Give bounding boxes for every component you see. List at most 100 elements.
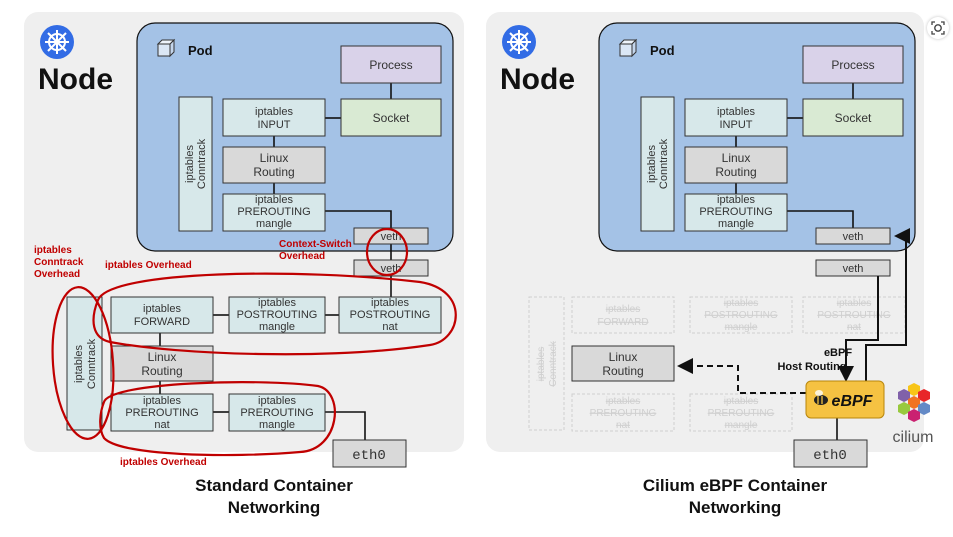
left-postrouting-nat-line2: POSTROUTING [350,309,431,321]
left-postrouting-mangle-line2: POSTROUTING [237,309,318,321]
right-faded-prerouting-mangle-line1: iptables [724,396,758,407]
left-annotation-conntrack-line1: iptables [34,245,72,256]
cube-icon [156,38,176,58]
right-ebpf-label-line1: eBPF [824,347,852,359]
left-socket-box [340,98,442,137]
left-process-box [340,45,442,84]
right-faded-postrouting-mangle-line2: POSTROUTING [704,310,778,321]
right-faded-postrouting-nat-line1: iptables [837,298,871,309]
right-pod-title: Pod [650,43,675,58]
lens-search-button[interactable] [927,17,949,39]
left-caption-line2: Networking [228,498,321,517]
right-faded-prerouting-nat-line3: nat [616,420,630,431]
right-iptables-input-line1: iptables [717,106,755,118]
left-conntrack-host-line1: iptables [73,345,85,383]
left-eth0-label: eth0 [352,448,386,464]
left-conntrack-pod-box [178,96,213,232]
right-faded-postrouting-nat-line2: POSTROUTING [817,310,891,321]
right-prerouting-mangle-pod-line3: mangle [718,218,754,230]
right-socket-box [802,98,904,137]
right-conntrack-pod-line1: iptables [646,145,658,183]
right-prerouting-mangle-pod-box [684,193,788,232]
right-linux-routing-pod-line1: Linux [722,151,751,165]
left-linux-routing-host-line1: Linux [148,350,177,364]
right-process-box [802,45,904,84]
left-postrouting-nat-line1: iptables [371,297,409,309]
left-veth-host-label: veth [381,263,402,275]
right-eth0-box [793,439,868,468]
right-ebpf-flow-lines [677,228,910,394]
right-veth-host-label: veth [843,263,864,275]
left-conntrack-pod-line2: Conntrack [196,138,208,189]
lens-search-icon [931,21,945,35]
left-veth-host-box [353,259,429,277]
left-iptables-input-line1: iptables [255,106,293,118]
right-faded-prerouting-nat-line1: iptables [606,396,640,407]
right-conntrack-pod-line2: Conntrack [658,138,670,189]
right-iptables-input-box [684,98,788,137]
left-conntrack-host-box [66,296,103,431]
left-linux-routing-pod-line2: Routing [253,165,294,179]
left-linux-routing-pod-box [222,146,326,184]
left-prerouting-mangle-host-line3: mangle [259,419,295,431]
left-postrouting-nat-box [338,296,442,334]
right-prerouting-mangle-pod-line1: iptables [717,194,755,206]
left-panel: Node Pod Process [24,12,464,517]
right-linux-routing-host-box [571,345,675,382]
left-prerouting-nat-box [110,393,214,432]
right-caption-line2: Networking [689,498,782,517]
right-caption-line1: Cilium eBPF Container [643,476,828,495]
right-faded-postrouting-mangle-line1: iptables [724,298,758,309]
left-postrouting-nat-line3: nat [382,321,397,333]
left-annotation-iptables-overhead-top: iptables Overhead [105,260,192,271]
left-annotation-conntrack-line2: Conntrack [34,257,84,268]
left-iptables-input-line2: INPUT [258,119,291,131]
left-prerouting-nat-line2: PREROUTING [125,407,198,419]
left-iptables-input-box [222,98,326,137]
left-annotation-context-switch-line1: Context-Switch [279,239,352,250]
left-iptables-forward-line2: FORWARD [134,316,190,328]
cube-icon [618,38,638,58]
left-prerouting-nat-line3: nat [154,419,169,431]
left-overhead-highlights [51,227,457,457]
ebpf-logo-box [805,380,885,419]
left-annotation-conntrack-line3: Overhead [34,269,80,280]
right-panel: Node Pod Process Socket iptables INPUT [486,12,933,517]
right-socket-label: Socket [835,111,872,125]
right-faded-conntrack-line1: iptables [536,347,547,381]
left-iptables-forward-line1: iptables [143,303,181,315]
right-faded-conntrack-line2: Conntrack [548,340,559,387]
left-prerouting-mangle-host-line2: PREROUTING [240,407,313,419]
k8s-helm-icon [40,25,74,59]
cilium-logo-text: cilium [893,429,934,446]
right-veth-host-box [815,259,891,277]
right-veth-pod-label: veth [843,231,864,243]
right-faded-prerouting-mangle-line2: PREROUTING [708,408,775,419]
bee-icon [814,390,828,405]
left-veth-pod-box [353,227,429,245]
left-linux-routing-host-line2: Routing [141,364,182,378]
left-prerouting-mangle-pod-line1: iptables [255,194,293,206]
left-veth-pod-label: veth [381,231,402,243]
left-prerouting-mangle-host-box [228,393,326,432]
left-iptables-forward-box [110,296,214,334]
right-faded-prerouting-nat-line2: PREROUTING [590,408,657,419]
right-eth0-label: eth0 [813,448,847,464]
right-faded-prerouting-mangle-line3: mangle [725,420,758,431]
right-conntrack-pod-box [640,96,675,232]
ebpf-logo-text: eBPF [832,393,874,410]
left-postrouting-mangle-line3: mangle [259,321,295,333]
left-pod-flow-lines [159,83,392,440]
right-faded-postrouting-nat-line3: nat [847,322,861,333]
left-node-title: Node [38,63,113,96]
right-prerouting-mangle-pod-line2: PREROUTING [699,206,772,218]
left-prerouting-mangle-pod-line3: mangle [256,218,292,230]
right-linux-routing-host-line2: Routing [602,364,643,378]
left-annotation-iptables-overhead-bottom: iptables Overhead [120,457,207,468]
cilium-hexagon-icon [898,383,930,422]
right-linux-routing-pod-line2: Routing [715,165,756,179]
right-process-label: Process [831,58,874,72]
left-annotation-context-switch-line2: Overhead [279,251,325,262]
right-faded-postrouting-mangle-line3: mangle [725,322,758,333]
